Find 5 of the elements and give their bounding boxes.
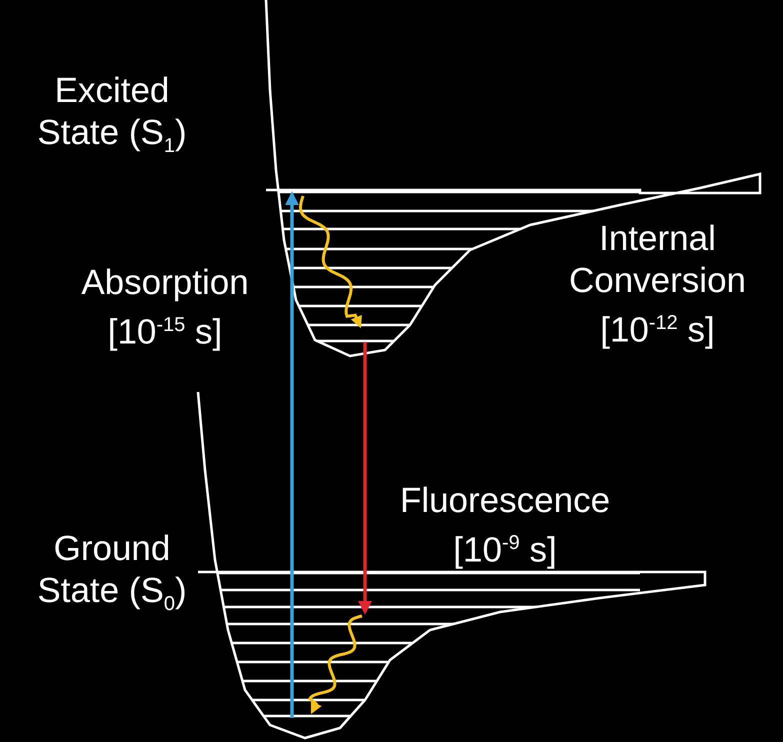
state-label: Fluorescence [10$^{-9}$ s]: [398, 480, 612, 572]
state-label: Absorption [10$^{-15}$ s]: [80, 262, 250, 354]
state-label: Ground State (S$_{0}$): [36, 528, 188, 617]
state-label: Excited State (S$_{1}$): [36, 70, 188, 159]
state-label: Internal Conversion [10$^{-12}$ s]: [568, 218, 748, 352]
